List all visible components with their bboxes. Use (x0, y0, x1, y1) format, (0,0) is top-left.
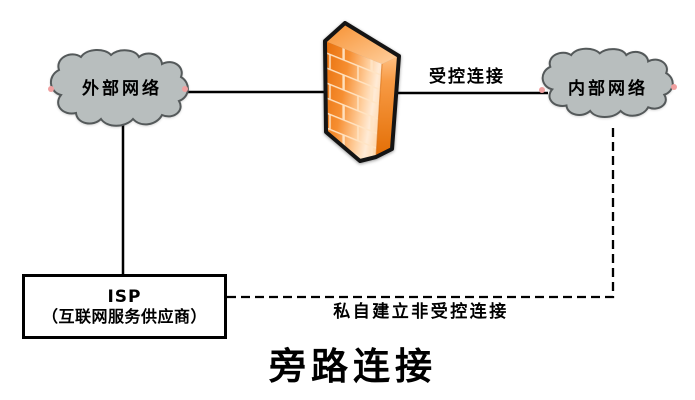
external-network-label: 外部网络 (82, 79, 162, 99)
diagram-title: 旁路连接 (269, 345, 437, 388)
bypass-connection-label: 私自建立非受控连接 (333, 302, 509, 322)
isp-name: ISP (107, 286, 142, 307)
firewall-icon (323, 21, 401, 163)
firewall-brick-pattern (325, 41, 382, 161)
isp-box: ISP （互联网服务供应商） (22, 274, 227, 339)
firewall-top-face (325, 23, 399, 64)
controlled-connection-label: 受控连接 (429, 67, 505, 87)
connector-dot (671, 84, 677, 90)
connector-dot (48, 86, 54, 92)
connector-dot (539, 87, 545, 93)
isp-internal-dashed-line (227, 126, 615, 299)
firewall-edge (375, 63, 383, 158)
firewall-outline (323, 21, 401, 163)
connector-dot (182, 86, 188, 92)
isp-description: （互联网服务供应商） (41, 306, 207, 326)
internal-network-label: 内部网络 (568, 79, 648, 99)
